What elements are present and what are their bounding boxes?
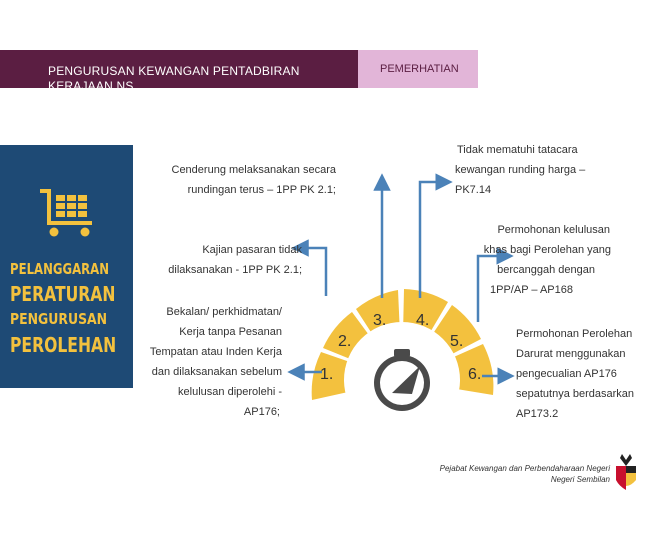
header-title: PENGURUSAN KEWANGAN PENTADBIRAN KERAJAAN… [48, 64, 300, 88]
item-1-line: AP176; [243, 406, 280, 418]
footer-text: Pejabat Kewangan dan Perbendaharaan Nege… [380, 463, 610, 485]
item-5-line: Permohonan kelulusan [497, 224, 610, 236]
footer-line-1: Pejabat Kewangan dan Perbendaharaan Nege… [439, 464, 610, 473]
item-3-line: rundingan terus – 1PP PK 2.1; [187, 184, 336, 196]
item-6-line: sepatutnya berdasarkan [516, 388, 635, 400]
header-section: PEMERHATIAN [380, 63, 459, 75]
panel-line-2: PERATURAN [10, 282, 116, 306]
item-3-number: 3. [373, 312, 387, 329]
shopping-cart-icon [40, 189, 92, 237]
item-4-line: PK7.14 [455, 184, 492, 196]
item-2-line: dilaksanakan - 1PP PK 2.1; [168, 264, 302, 276]
item-3-line: Cenderung melaksanakan secara [171, 164, 337, 176]
compass-icon [374, 349, 430, 411]
item-5-text: Permohonan kelulusan khas bagi Perolehan… [470, 220, 615, 300]
item-2-text: Kajian pasaran tidak dilaksanakan - 1PP … [130, 240, 302, 280]
item-2-line: Kajian pasaran tidak [202, 244, 302, 256]
item-3-text: Cenderung melaksanakan secara rundingan … [150, 160, 337, 200]
item-5-number: 5. [450, 333, 464, 350]
item-1-line: kelulusan diperolehi - [178, 386, 282, 398]
left-panel: PELANGGARAN PERATURAN PENGURUSAN PEROLEH… [0, 145, 133, 388]
item-1-line: dan dilaksanakan sebelum [151, 366, 282, 378]
arrow-2 [291, 239, 328, 296]
item-2-number: 2. [338, 333, 352, 350]
item-6-number: 6. [468, 366, 482, 383]
panel-line-1: PELANGGARAN [10, 260, 109, 278]
footer-line-2: Negeri Sembilan [550, 475, 610, 484]
connector-arrows [287, 173, 515, 385]
header-section-bar: PEMERHATIAN [358, 50, 478, 88]
panel-line-3: PENGURUSAN [10, 310, 108, 328]
item-6-line: pengecualian AP176 [516, 368, 617, 380]
arrow-4 [418, 173, 453, 298]
panel-line-4: PEROLEHAN [10, 333, 117, 357]
item-6-line: Permohonan Perolehan [516, 328, 633, 340]
item-6-line: Darurat menggunakan [516, 348, 626, 360]
negeri-sembilan-crest-icon [616, 454, 636, 490]
item-4-line: Tidak mematuhi tatacara [457, 144, 578, 156]
item-1-line: Tempatan atau Inden Kerja [149, 346, 282, 358]
item-6-text: Permohonan Perolehan Darurat menggunakan… [516, 324, 644, 424]
item-4-line: kewangan runding harga – [455, 164, 586, 176]
item-4-number: 4. [416, 312, 430, 329]
item-1-text: Bekalan/ perkhidmatan/ Kerja tanpa Pesan… [140, 302, 282, 422]
item-1-line: Kerja tanpa Pesanan [179, 326, 282, 338]
item-5-line: 1PP/AP – AP168 [490, 284, 573, 296]
arrow-5 [476, 247, 514, 322]
item-6-line: AP173.2 [516, 408, 559, 420]
item-4-text: Tidak mematuhi tatacara kewangan runding… [455, 140, 635, 200]
item-5-line: bercanggah dengan [497, 264, 595, 276]
item-5-line: khas bagi Perolehan yang [483, 244, 611, 256]
header-title-bar: PENGURUSAN KEWANGAN PENTADBIRAN KERAJAAN… [0, 50, 358, 88]
item-1-number: 1. [320, 366, 334, 383]
item-1-line: Bekalan/ perkhidmatan/ [166, 306, 282, 318]
